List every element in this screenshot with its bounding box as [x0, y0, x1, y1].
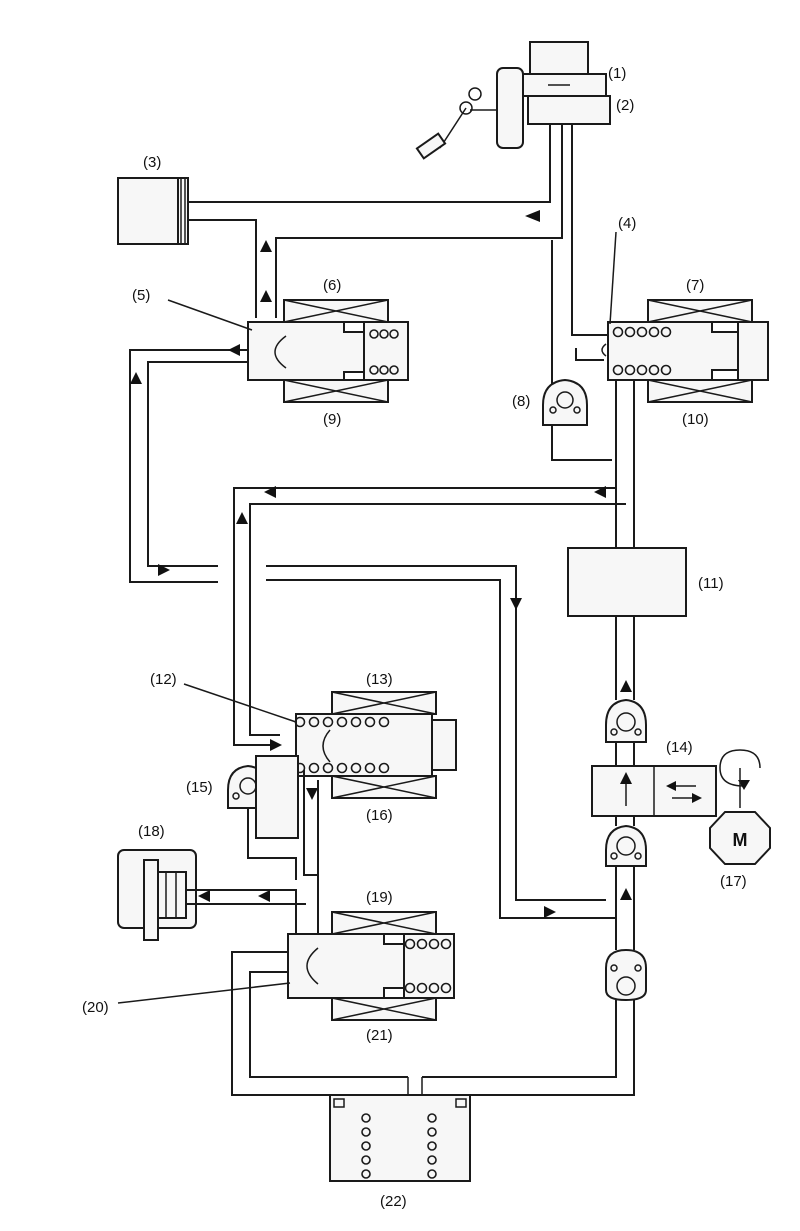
label-12: (12)	[150, 671, 177, 688]
check-valve-icon	[605, 948, 647, 1002]
check-valve-icon	[542, 378, 588, 426]
brake-pedal-icon	[415, 87, 497, 160]
label-1: (1)	[608, 65, 626, 82]
label-16: (16)	[366, 807, 393, 824]
label-8: (8)	[512, 393, 530, 410]
label-15: (15)	[186, 779, 213, 796]
label-2: (2)	[616, 97, 634, 114]
label-22: (22)	[380, 1193, 407, 1210]
solenoid-valve-icon	[294, 691, 457, 799]
label-17: (17)	[720, 873, 747, 890]
label-11: (11)	[698, 575, 724, 592]
solenoid-valve-icon	[287, 911, 455, 1021]
label-10: (10)	[682, 411, 709, 428]
label-9: (9)	[323, 411, 341, 428]
master-cylinder-icon	[496, 41, 611, 149]
reservoir-icon	[117, 177, 189, 245]
check-valve-icon	[605, 824, 647, 867]
label-19: (19)	[366, 889, 393, 906]
label-4: (4)	[618, 215, 636, 232]
label-7: (7)	[686, 277, 704, 294]
label-21: (21)	[366, 1027, 393, 1044]
solenoid-valve-icon	[247, 299, 409, 403]
motor-symbol: M	[733, 830, 748, 850]
pump-housing	[567, 547, 687, 617]
accumulator-icon	[329, 1094, 471, 1182]
motor-icon: M	[709, 749, 771, 865]
check-valve-icon	[605, 698, 647, 743]
label-20: (20)	[82, 999, 109, 1016]
label-3: (3)	[143, 154, 161, 171]
label-13: (13)	[366, 671, 393, 688]
wheel-cylinder-icon	[117, 849, 197, 941]
label-6: (6)	[323, 277, 341, 294]
solenoid-valve-icon	[601, 299, 769, 403]
label-18: (18)	[138, 823, 165, 840]
label-5: (5)	[132, 287, 150, 304]
label-14: (14)	[666, 739, 693, 756]
